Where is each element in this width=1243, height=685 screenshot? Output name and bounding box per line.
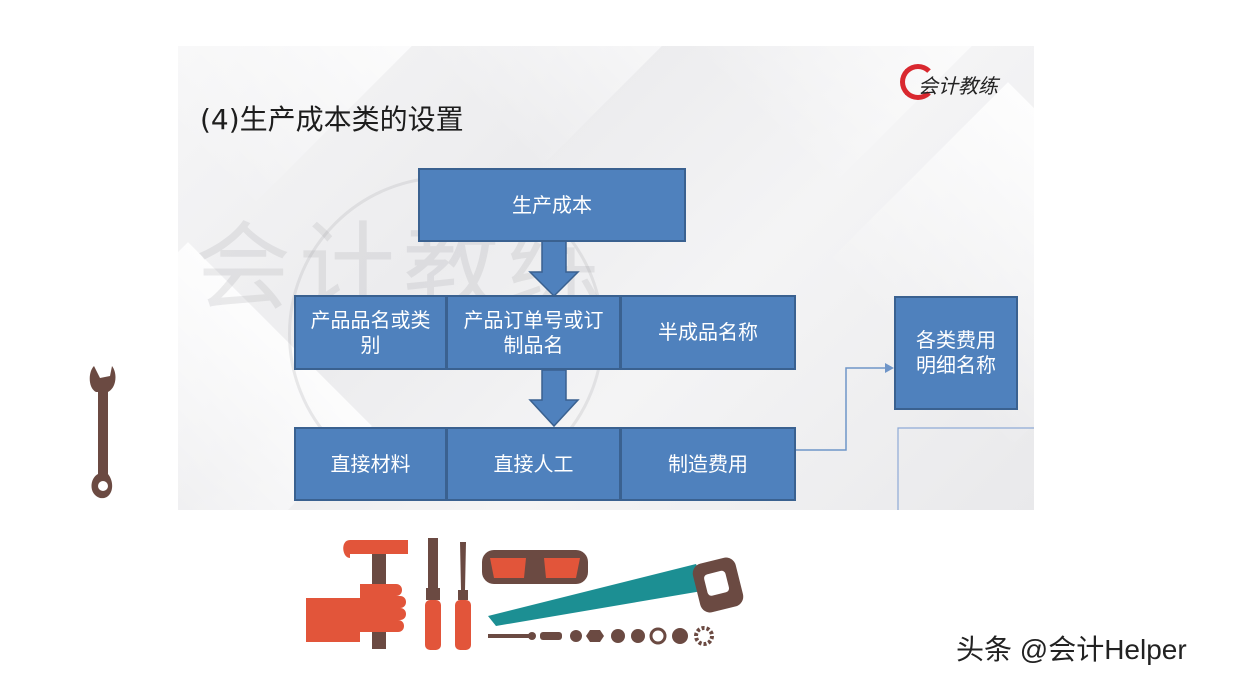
box-production-cost: 生产成本 — [418, 168, 686, 242]
tools-illustration — [306, 538, 744, 650]
box-direct-material: 直接材料 — [294, 427, 447, 501]
hand-icon — [306, 584, 406, 642]
down-arrow — [528, 240, 580, 298]
logo-ring-icon — [900, 64, 936, 100]
screwdriver-icon — [425, 538, 441, 650]
bracket-line — [897, 427, 1034, 510]
hardware-icons — [488, 626, 714, 646]
box-order-number: 产品订单号或订制品名 — [446, 295, 621, 370]
box-direct-labor: 直接人工 — [446, 427, 621, 501]
screwdriver-icon — [455, 542, 471, 650]
slide-title: (4)生产成本类的设置 — [200, 103, 464, 136]
footer-watermark: 头条 @会计Helper — [956, 634, 1187, 665]
down-arrow — [528, 369, 580, 428]
box-semi-finished: 半成品名称 — [620, 295, 796, 370]
box-manufacturing-overhead: 制造费用 — [620, 427, 796, 501]
brand-logo: 会计教练 — [900, 62, 1015, 104]
goggles-icon — [482, 550, 588, 584]
logo-text: 会计教练 — [918, 74, 998, 98]
connector-line — [796, 367, 888, 451]
wrench-icon — [89, 366, 116, 499]
box-product-category: 产品品名或类别 — [294, 295, 447, 370]
box-expense-details: 各类费用明细名称 — [894, 296, 1018, 410]
saw-icon — [488, 557, 744, 626]
connector-arrowhead — [885, 363, 894, 373]
